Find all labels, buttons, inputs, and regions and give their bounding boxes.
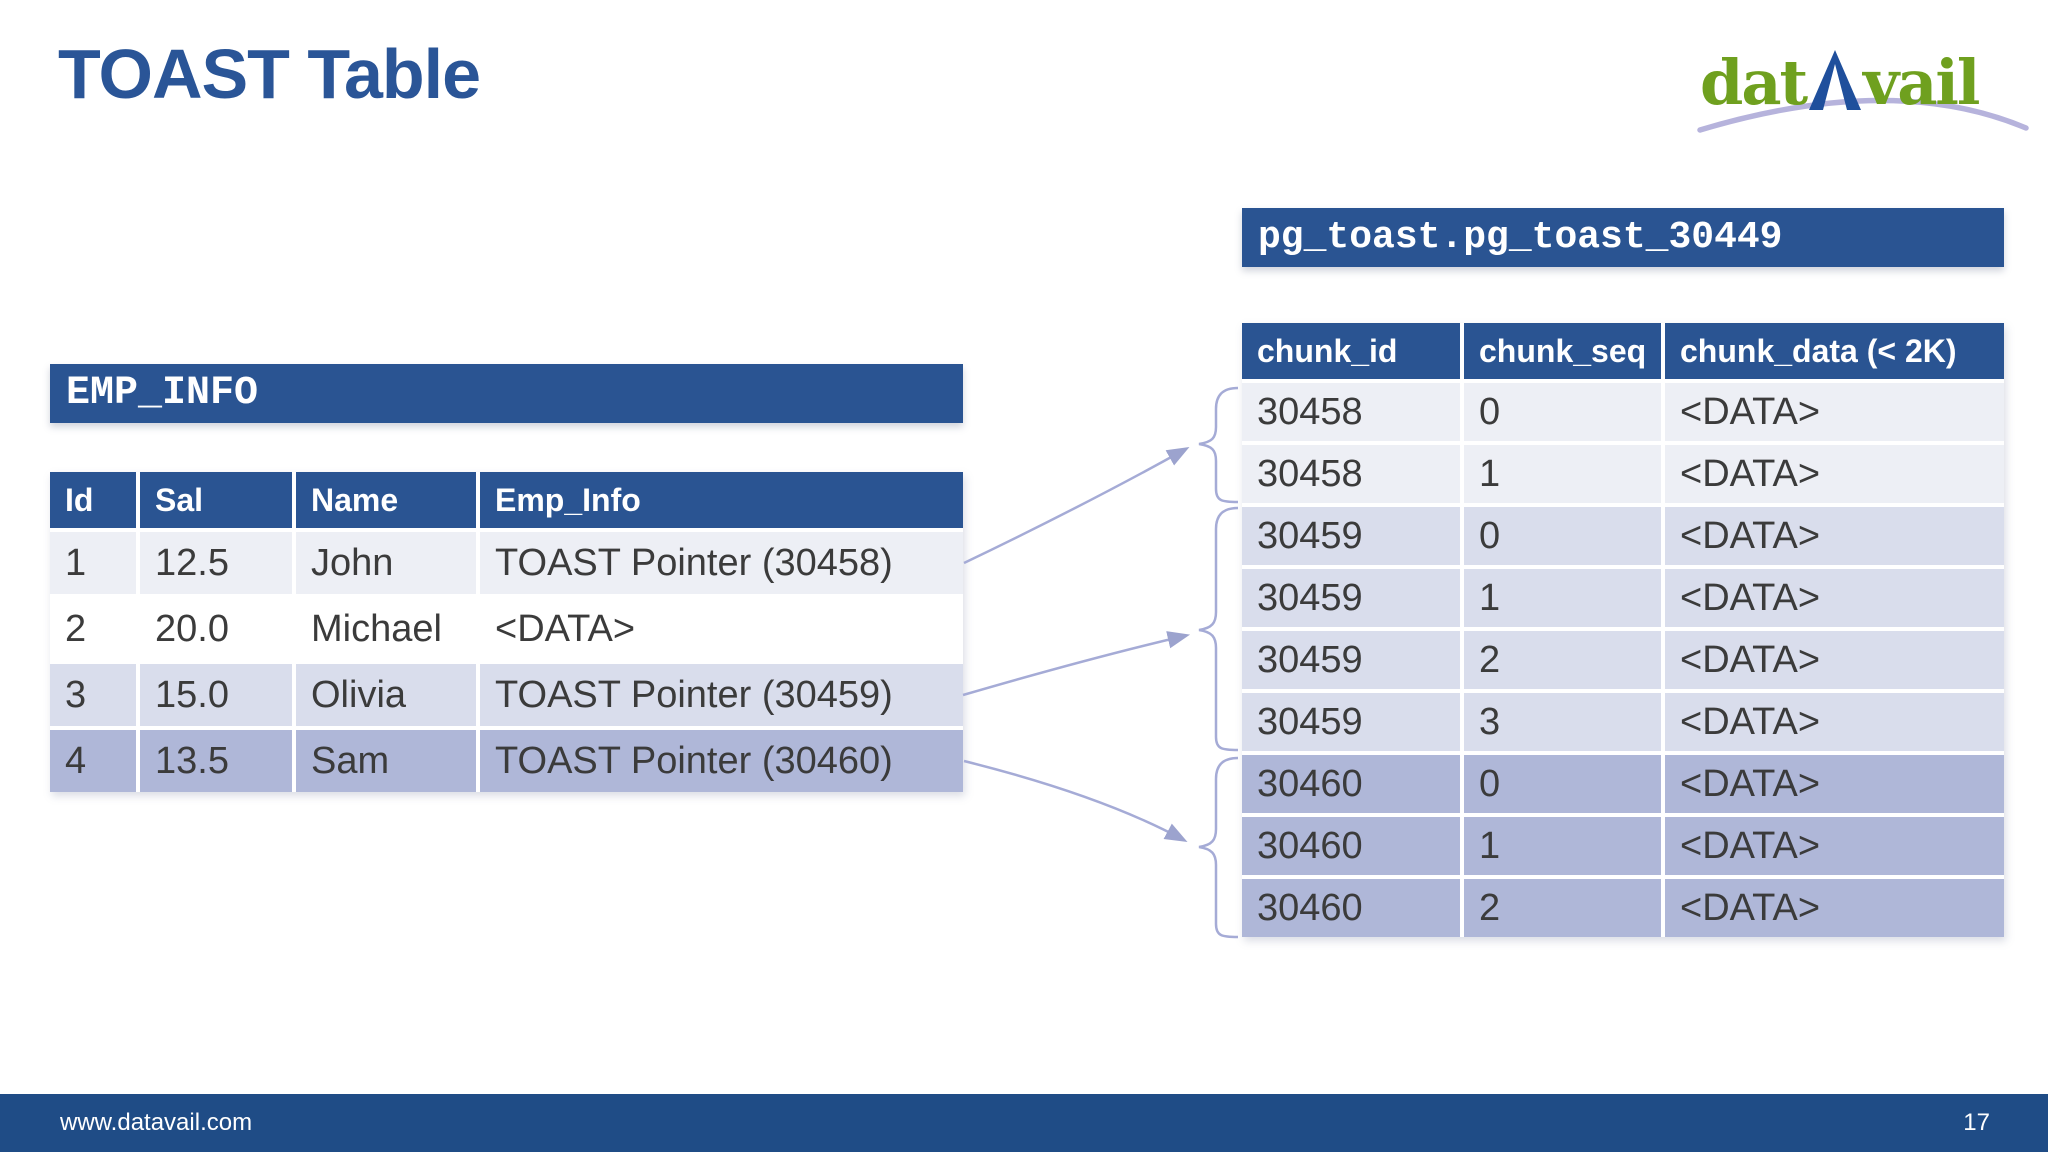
table-row: 30458 0 <DATA>	[1242, 383, 2004, 441]
cell-id: 3	[50, 664, 136, 726]
footer-url[interactable]: www.datavail.com	[60, 1109, 253, 1136]
cell-chunk-seq: 2	[1464, 631, 1661, 689]
cell-chunk-id: 30459	[1242, 693, 1460, 751]
page-title: TOAST Table	[58, 35, 481, 113]
page-number: 17	[1963, 1109, 1990, 1136]
toast-col-header-chunk-id: chunk_id	[1242, 323, 1460, 379]
pg-toast-table-name: pg_toast.pg_toast_30449	[1258, 216, 1783, 259]
cell-id: 4	[50, 730, 136, 792]
toast-header-row: chunk_id chunk_seq chunk_data (< 2K)	[1242, 323, 2004, 379]
cell-chunk-seq: 0	[1464, 755, 1661, 813]
group-brace-30459	[1198, 506, 1239, 752]
cell-chunk-id: 30460	[1242, 817, 1460, 875]
cell-emp-info: TOAST Pointer (30459)	[480, 664, 963, 726]
cell-chunk-seq: 1	[1464, 817, 1661, 875]
table-row: 2 20.0 Michael <DATA>	[50, 598, 963, 660]
table-row: 30460 0 <DATA>	[1242, 755, 2004, 813]
cell-chunk-id: 30459	[1242, 569, 1460, 627]
table-row: 30458 1 <DATA>	[1242, 445, 2004, 503]
cell-sal: 12.5	[140, 532, 292, 594]
cell-emp-info: TOAST Pointer (30458)	[480, 532, 963, 594]
cell-chunk-data: <DATA>	[1665, 631, 2004, 689]
cell-chunk-data: <DATA>	[1665, 693, 2004, 751]
cell-chunk-seq: 3	[1464, 693, 1661, 751]
cell-chunk-id: 30460	[1242, 755, 1460, 813]
table-row: 1 12.5 John TOAST Pointer (30458)	[50, 532, 963, 594]
cell-chunk-data: <DATA>	[1665, 507, 2004, 565]
logo-swoosh-icon	[1697, 97, 2029, 133]
table-row: 30459 0 <DATA>	[1242, 507, 2004, 565]
cell-chunk-id: 30458	[1242, 383, 1460, 441]
cell-chunk-id: 30459	[1242, 507, 1460, 565]
cell-sal: 20.0	[140, 598, 292, 660]
cell-name: Olivia	[296, 664, 476, 726]
emp-header-row: Id Sal Name Emp_Info	[50, 472, 963, 528]
pointer-arrow-30460	[963, 759, 1188, 842]
cell-chunk-id: 30458	[1242, 445, 1460, 503]
emp-col-header-id: Id	[50, 472, 136, 528]
emp-col-header-emp-info: Emp_Info	[480, 472, 963, 528]
cell-name: Michael	[296, 598, 476, 660]
cell-emp-info: <DATA>	[480, 598, 963, 660]
cell-chunk-seq: 1	[1464, 569, 1661, 627]
pointer-arrow-30459	[962, 631, 1191, 697]
cell-chunk-seq: 0	[1464, 507, 1661, 565]
cell-chunk-data: <DATA>	[1665, 383, 2004, 441]
pg-toast-table: chunk_id chunk_seq chunk_data (< 2K) 304…	[1242, 323, 2004, 937]
emp-info-table-name: EMP_INFO	[66, 371, 259, 416]
cell-chunk-data: <DATA>	[1665, 445, 2004, 503]
logo-text-vail: vail	[1863, 45, 1980, 119]
group-brace-30460	[1198, 756, 1239, 939]
cell-chunk-seq: 1	[1464, 445, 1661, 503]
cell-chunk-data: <DATA>	[1665, 569, 2004, 627]
emp-col-header-name: Name	[296, 472, 476, 528]
cell-chunk-seq: 2	[1464, 879, 1661, 937]
toast-col-header-chunk-data: chunk_data (< 2K)	[1665, 323, 2004, 379]
pg-toast-title-bar: pg_toast.pg_toast_30449	[1242, 208, 2004, 267]
cell-id: 2	[50, 598, 136, 660]
group-brace-30458	[1198, 386, 1239, 504]
cell-sal: 13.5	[140, 730, 292, 792]
emp-info-table: Id Sal Name Emp_Info 1 12.5 John TOAST P…	[50, 472, 963, 792]
emp-info-title-bar: EMP_INFO	[50, 364, 963, 423]
cell-id: 1	[50, 532, 136, 594]
logo-text-dat: dat	[1700, 45, 1808, 119]
table-row: 30459 2 <DATA>	[1242, 631, 2004, 689]
table-row: 30459 3 <DATA>	[1242, 693, 2004, 751]
cell-chunk-data: <DATA>	[1665, 817, 2004, 875]
cell-chunk-id: 30460	[1242, 879, 1460, 937]
table-row: 3 15.0 Olivia TOAST Pointer (30459)	[50, 664, 963, 726]
emp-col-header-sal: Sal	[140, 472, 292, 528]
cell-sal: 15.0	[140, 664, 292, 726]
cell-chunk-seq: 0	[1464, 383, 1661, 441]
toast-col-header-chunk-seq: chunk_seq	[1464, 323, 1661, 379]
cell-emp-info: TOAST Pointer (30460)	[480, 730, 963, 792]
cell-name: Sam	[296, 730, 476, 792]
cell-chunk-data: <DATA>	[1665, 879, 2004, 937]
table-row: 4 13.5 Sam TOAST Pointer (30460)	[50, 730, 963, 792]
table-row: 30460 1 <DATA>	[1242, 817, 2004, 875]
pointer-arrow-30458	[963, 446, 1190, 565]
cell-name: John	[296, 532, 476, 594]
footer-bar: www.datavail.com 17	[0, 1094, 2048, 1152]
cell-chunk-id: 30459	[1242, 631, 1460, 689]
logo-letter-a-icon	[1809, 50, 1862, 110]
cell-chunk-data: <DATA>	[1665, 755, 2004, 813]
datavail-logo: dat vail	[1697, 45, 2030, 136]
table-row: 30460 2 <DATA>	[1242, 879, 2004, 937]
table-row: 30459 1 <DATA>	[1242, 569, 2004, 627]
